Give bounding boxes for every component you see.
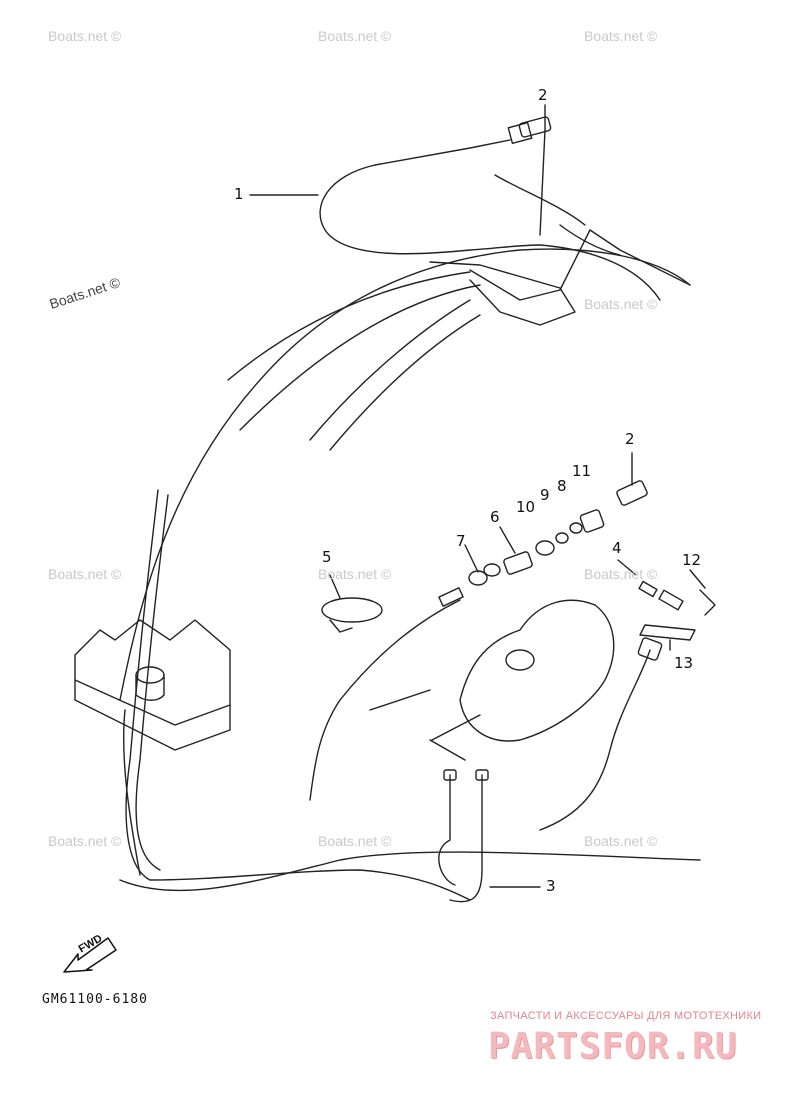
nipple-2 — [616, 480, 648, 506]
cable-upper-end — [374, 139, 511, 166]
callout-12: 12 — [682, 551, 702, 569]
washer-9 — [555, 532, 569, 544]
nut-11 — [579, 509, 605, 533]
nipple-upper — [518, 116, 552, 138]
cable-upper — [319, 164, 541, 255]
hull-lower — [119, 851, 701, 892]
leader-7 — [464, 544, 479, 573]
watermark: Boats.net © — [318, 833, 392, 849]
callout-2-lower: 2 — [625, 430, 635, 448]
pump-outlet-lines — [369, 689, 481, 761]
hose-clamp-tab — [329, 619, 353, 633]
site-tagline: ЗАПЧАСТИ И АКСЕССУАРЫ ДЛЯ МОТОТЕХНИКИ — [490, 1010, 762, 1022]
bracket-inner — [74, 679, 231, 726]
cable-right — [539, 649, 651, 831]
hose-3b — [449, 774, 483, 903]
leader-5 — [329, 574, 341, 599]
hose-main — [125, 489, 471, 901]
callout-5: 5 — [322, 548, 332, 566]
cable-fitting-mid — [438, 587, 464, 607]
cable-fitting-upper — [507, 121, 533, 145]
callout-13: 13 — [674, 654, 694, 672]
hose-3a — [438, 774, 456, 886]
bolt-4 — [638, 580, 658, 598]
handlebar — [494, 174, 586, 226]
callout-11: 11 — [572, 462, 592, 480]
callout-7: 7 — [456, 532, 466, 550]
hose-main-2 — [135, 494, 169, 871]
callout-9: 9 — [540, 486, 550, 504]
bracket-block — [74, 619, 231, 751]
hull-outline — [119, 248, 691, 701]
callout-6: 6 — [490, 508, 500, 526]
watermark: Boats.net © — [584, 566, 658, 582]
console-top — [429, 261, 576, 326]
gasket-13 — [639, 624, 696, 641]
watermark: Boats.net © — [584, 28, 658, 44]
watermark: Boats.net © — [48, 28, 122, 44]
fitting-6 — [503, 551, 533, 575]
watermark: Boats.net © — [318, 28, 392, 44]
bracket-4 — [658, 589, 684, 611]
pump-body — [459, 599, 615, 742]
hose-clamp — [321, 597, 383, 623]
leader-2a — [539, 104, 546, 236]
cable-long — [539, 244, 661, 301]
handlebar-mount — [469, 229, 691, 301]
steering-post — [559, 224, 621, 256]
callout-2-upper: 2 — [538, 86, 548, 104]
nut-10 — [535, 540, 555, 556]
callout-8: 8 — [557, 477, 567, 495]
callout-1: 1 — [234, 185, 244, 203]
callout-3: 3 — [546, 877, 556, 895]
pump-port — [505, 649, 535, 671]
watermark: Boats.net © — [48, 833, 122, 849]
watermark: Boats.net © — [584, 833, 658, 849]
cable-fitting-right — [637, 637, 663, 661]
leader-6 — [499, 526, 516, 554]
speedometer-cable — [309, 599, 461, 801]
callout-10: 10 — [516, 498, 536, 516]
watermark: Boats.net © — [584, 296, 658, 312]
leader-12 — [689, 569, 706, 589]
hose-cap-b — [475, 769, 489, 781]
hull-deck-line — [239, 284, 481, 431]
fwd-arrow-icon — [63, 937, 117, 973]
bracket-knob — [135, 666, 165, 684]
hull-deck-line-2 — [309, 299, 471, 441]
leader-4 — [617, 559, 637, 576]
watermark: Boats.net © — [318, 566, 392, 582]
bracket-knob-body — [135, 674, 165, 701]
hull-outline-inner — [227, 271, 471, 381]
callout-4: 4 — [612, 539, 622, 557]
oring-8 — [569, 522, 583, 534]
hose-cap-a — [443, 769, 457, 781]
site-logo: PARTSFOR.RU — [488, 1026, 738, 1067]
washer-7b — [483, 563, 501, 577]
watermark: Boats.net © — [48, 566, 122, 582]
hull-deck-line-3 — [329, 314, 481, 451]
figure-code: GM61100-6180 — [42, 992, 148, 1007]
sensor-12 — [699, 589, 716, 616]
